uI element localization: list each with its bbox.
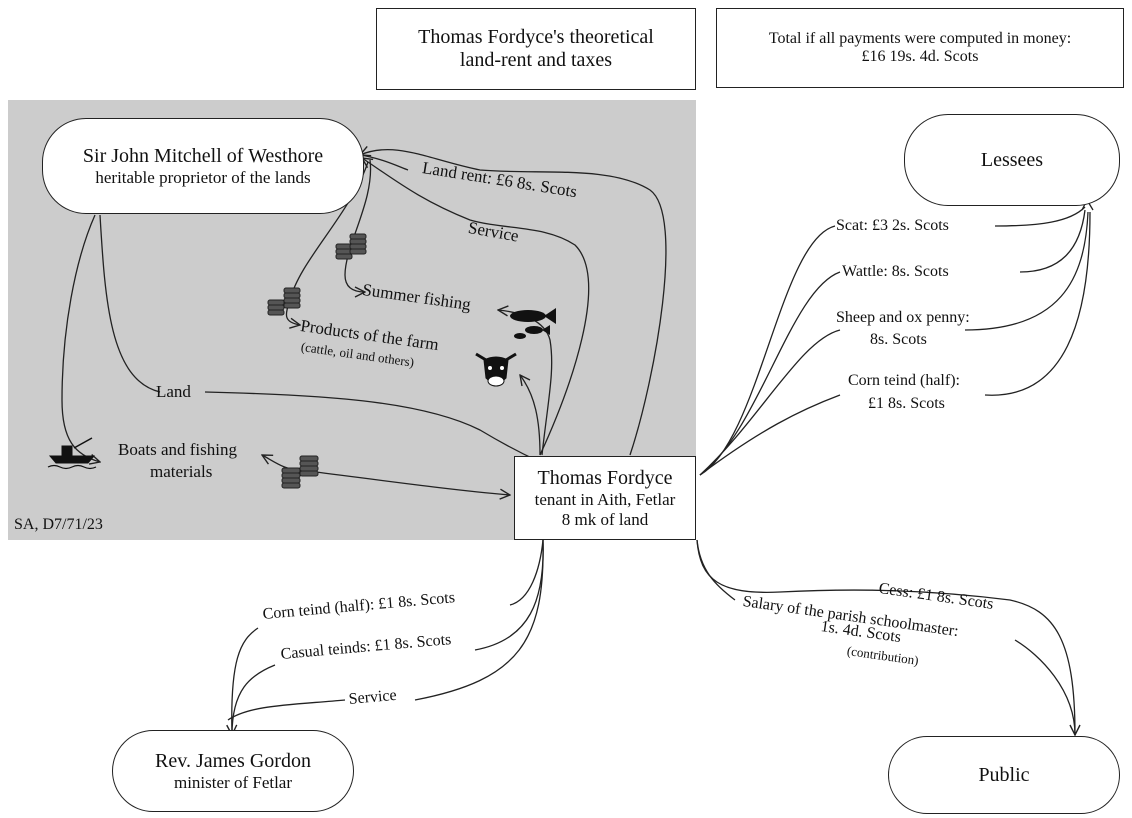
edge-corn-teind-lessees bbox=[699, 211, 1091, 476]
label-sheep-ox-line1: Sheep and ox penny: bbox=[836, 309, 970, 326]
label-wattle: Wattle: 8s. Scots bbox=[842, 263, 949, 280]
total-line2: £16 19s. 4d. Scots bbox=[861, 48, 979, 65]
label-corn-teind-lessees-line2: £1 8s. Scots bbox=[868, 395, 945, 412]
title-line2: land-rent and taxes bbox=[459, 49, 613, 71]
edge-corn-teind-minister bbox=[232, 539, 544, 735]
edge-products bbox=[520, 375, 541, 456]
edge-sheep-ox bbox=[699, 211, 1089, 476]
cow-icon bbox=[475, 352, 517, 387]
minister-role: minister of Fetlar bbox=[173, 772, 293, 792]
total-line1: Total if all payments were computed in m… bbox=[768, 29, 1072, 47]
source-reference: SA, D7/71/23 bbox=[14, 516, 103, 533]
tenant-role: tenant in Aith, Fetlar bbox=[534, 489, 676, 509]
tenant-name: Thomas Fordyce bbox=[537, 466, 673, 489]
edge-boats-proprietor bbox=[61, 214, 100, 462]
total-box: Total if all payments were computed in m… bbox=[716, 8, 1124, 88]
edge-land-rent bbox=[360, 150, 667, 456]
coins-icon bbox=[281, 455, 319, 489]
minister-name: Rev. James Gordon bbox=[155, 749, 311, 772]
fish-icon bbox=[510, 308, 556, 339]
lessees-name: Lessees bbox=[980, 148, 1044, 171]
edge-service-minister bbox=[227, 539, 544, 721]
public-name: Public bbox=[978, 763, 1030, 786]
label-sheep-ox-line2: 8s. Scots bbox=[870, 331, 927, 348]
proprietor-name: Sir John Mitchell of Westhore bbox=[82, 144, 324, 167]
coins-icon bbox=[267, 287, 301, 316]
label-land: Land bbox=[156, 382, 191, 401]
label-boats-line1: Boats and fishing bbox=[118, 440, 237, 459]
proprietor-role: heritable proprietor of the lands bbox=[95, 167, 311, 187]
title-box: Thomas Fordyce's theoretical land-rent a… bbox=[376, 8, 696, 90]
edge-summer-fishing-coins bbox=[344, 159, 372, 292]
node-minister: Rev. James Gordon minister of Fetlar bbox=[112, 730, 354, 812]
edge-boats-out bbox=[299, 469, 510, 495]
label-boats-line2: materials bbox=[150, 462, 213, 481]
tenant-land: 8 mk of land bbox=[561, 509, 649, 529]
fishing-boat-icon bbox=[47, 437, 97, 470]
title-line1: Thomas Fordyce's theoretical bbox=[418, 26, 654, 48]
node-lessees: Lessees bbox=[904, 114, 1120, 206]
label-corn-teind-lessees-line1: Corn teind (half): bbox=[848, 372, 960, 389]
node-proprietor: Sir John Mitchell of Westhore heritable … bbox=[42, 118, 364, 214]
edge-cess bbox=[696, 539, 1075, 735]
label-scat: Scat: £3 2s. Scots bbox=[836, 217, 949, 234]
coins-icon bbox=[335, 233, 367, 260]
edge-service-proprietor bbox=[362, 158, 590, 456]
node-public: Public bbox=[888, 736, 1120, 814]
edge-salary bbox=[696, 539, 1076, 736]
node-tenant: Thomas Fordyce tenant in Aith, Fetlar 8 … bbox=[514, 456, 696, 540]
edge-land bbox=[99, 214, 161, 393]
